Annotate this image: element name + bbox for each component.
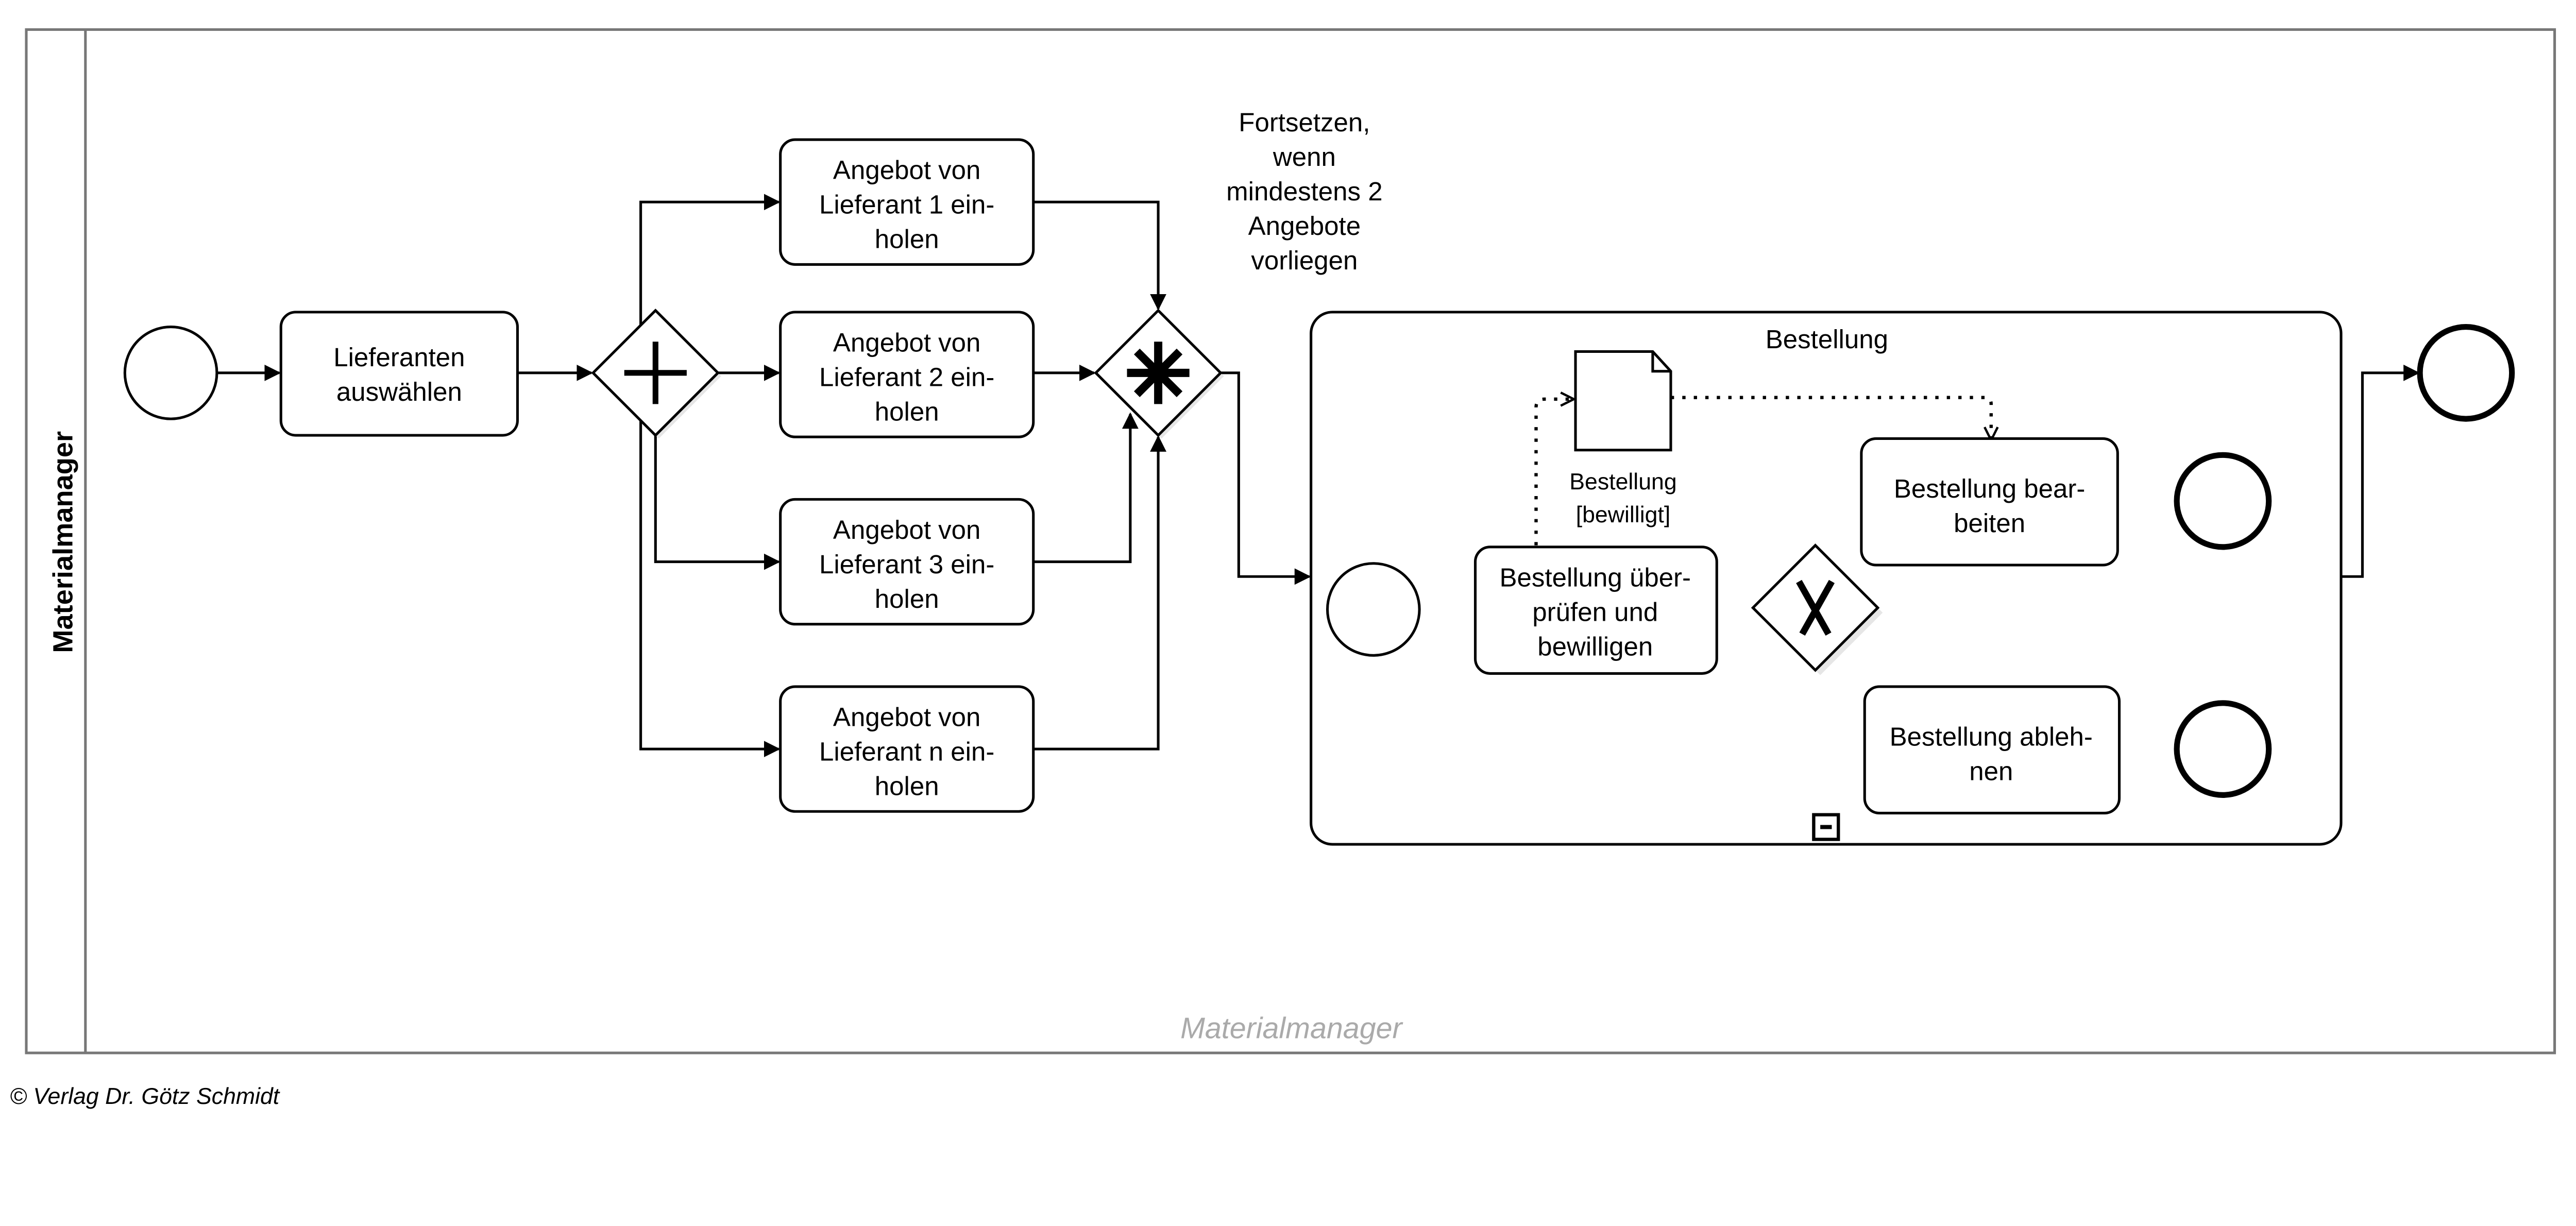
subprocess-end-event-processed[interactable]	[2174, 452, 2272, 550]
end-event[interactable]	[2417, 323, 2515, 422]
subprocess-start-event[interactable]	[1326, 562, 1421, 657]
bpmn-diagram: Materialmanager Materialmanager © Verlag…	[10, 28, 2556, 1109]
x-icon	[1796, 580, 1835, 636]
lane-watermark: Materialmanager	[1180, 1012, 1403, 1045]
subprocess-end-event-rejected[interactable]	[2174, 700, 2272, 798]
copyright-footer: © Verlag Dr. Götz Schmidt	[10, 1084, 280, 1109]
lane-label: Materialmanager	[47, 431, 78, 653]
svg-text:Bestellung[bewilligt]: Bestellung[bewilligt]	[1569, 469, 1676, 527]
complex-gateway[interactable]	[1094, 309, 1224, 439]
task-reject-order[interactable]: Bestellung ableh-nen	[1863, 685, 2121, 814]
svg-text:Bestellung bear-beiten: Bestellung bear-beiten	[1894, 474, 2086, 538]
plus-icon	[624, 342, 687, 404]
data-association-output	[1534, 399, 1573, 546]
exclusive-gateway[interactable]	[1751, 543, 1883, 675]
subprocess-title: Bestellung	[1766, 325, 1888, 354]
asterisk-icon	[1127, 342, 1190, 404]
start-event[interactable]	[123, 326, 218, 420]
svg-text:Bestellung ableh-nen: Bestellung ableh-nen	[1890, 722, 2093, 786]
parallel-gateway[interactable]	[591, 309, 721, 439]
data-association-input	[1670, 396, 1991, 440]
task-process-order[interactable]: Bestellung bear-beiten	[1860, 437, 2119, 567]
data-object-bestellung[interactable]: Bestellung[bewilligt]	[1569, 350, 1677, 527]
collapse-icon[interactable]	[1812, 813, 1840, 841]
